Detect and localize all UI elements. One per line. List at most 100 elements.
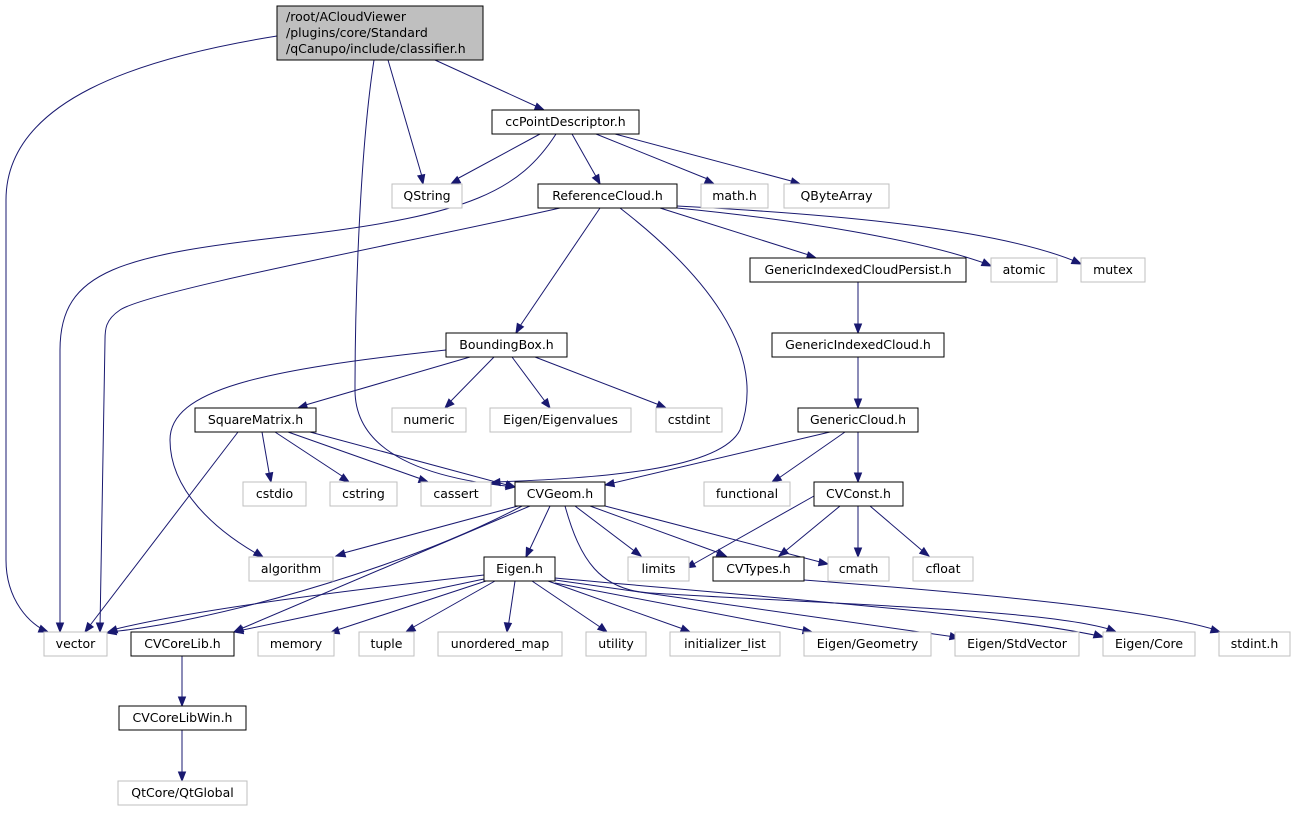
node-cvconst-h[interactable]: CVConst.h — [813, 481, 904, 507]
edge-gic-gc — [853, 357, 863, 410]
node-eigen-stdvector: Eigen/StdVector — [954, 631, 1080, 657]
node-initializer-list: initializer_list — [669, 631, 781, 657]
svg-text:QString: QString — [403, 188, 450, 203]
svg-text:cstdint: cstdint — [668, 412, 711, 427]
svg-text:cmath: cmath — [839, 561, 879, 576]
svg-text:Eigen.h: Eigen.h — [496, 561, 543, 576]
node-root-classifier-h[interactable]: /root/ACloudViewer /plugins/core/Standar… — [276, 5, 484, 61]
svg-text:mutex: mutex — [1093, 262, 1133, 277]
node-qtcore-qtglobal: QtCore/QtGlobal — [117, 780, 248, 806]
svg-text:Eigen/Eigenvalues: Eigen/Eigenvalues — [503, 412, 618, 427]
node-eigen-h[interactable]: Eigen.h — [483, 556, 556, 582]
edge-eigen-unordered — [503, 580, 516, 634]
node-cmath: cmath — [827, 556, 890, 582]
svg-text:algorithm: algorithm — [261, 561, 321, 576]
svg-text:limits: limits — [641, 561, 675, 576]
edge-cvtypes-stdint — [803, 579, 1222, 634]
edge-gicp-gic — [853, 282, 863, 335]
node-genericindexedcloudpersist-h[interactable]: GenericIndexedCloudPersist.h — [749, 257, 967, 283]
node-eigen-core: Eigen/Core — [1102, 631, 1196, 657]
svg-text:tuple: tuple — [371, 636, 403, 651]
node-functional: functional — [703, 481, 791, 507]
node-genericindexedcloud-h[interactable]: GenericIndexedCloud.h — [771, 332, 945, 358]
edge-eigen-memory — [328, 580, 487, 635]
node-cassert: cassert — [420, 481, 492, 507]
edge-cvcorelib-cvcorelibwin — [177, 656, 187, 708]
svg-text:cfloat: cfloat — [926, 561, 961, 576]
edge-eigen-tuple — [404, 580, 496, 633]
svg-text:cstdio: cstdio — [256, 486, 293, 501]
node-cstring: cstring — [329, 481, 398, 507]
edge-rc-mutex — [676, 205, 1083, 265]
edge-gc-cvconst — [853, 432, 863, 484]
svg-text:cstring: cstring — [342, 486, 385, 501]
root-label-line-3: /qCanupo/include/classifier.h — [286, 41, 466, 56]
svg-text:SquareMatrix.h: SquareMatrix.h — [208, 412, 303, 427]
edge-bb-squarematrix — [296, 356, 471, 410]
edge-eigen-core — [554, 577, 1105, 639]
svg-text:CVCoreLibWin.h: CVCoreLibWin.h — [133, 710, 233, 725]
node-vector: vector — [43, 631, 108, 657]
node-mutex: mutex — [1080, 257, 1146, 283]
node-cvgeom-h[interactable]: CVGeom.h — [514, 481, 606, 507]
node-squarematrix-h[interactable]: SquareMatrix.h — [194, 407, 317, 433]
node-cfloat: cfloat — [912, 556, 974, 582]
node-boundingbox-h[interactable]: BoundingBox.h — [445, 332, 568, 358]
edge-cvgeom-cvtypes — [589, 505, 728, 557]
svg-text:ccPointDescriptor.h: ccPointDescriptor.h — [505, 114, 625, 129]
svg-text:GenericIndexedCloud.h: GenericIndexedCloud.h — [785, 337, 931, 352]
node-eigen-geometry: Eigen/Geometry — [803, 631, 932, 657]
node-cstdint: cstdint — [655, 407, 723, 433]
node-tuple: tuple — [358, 631, 415, 657]
edge-ccpd-math — [595, 133, 716, 185]
node-referencecloud-h[interactable]: ReferenceCloud.h — [537, 183, 678, 209]
svg-text:functional: functional — [716, 486, 778, 501]
edge-rc-atomic — [676, 207, 993, 267]
edge-bb-cstdint — [534, 356, 668, 409]
svg-text:memory: memory — [270, 636, 323, 651]
edge-sm-cstdio — [261, 431, 274, 484]
svg-text:CVGeom.h: CVGeom.h — [527, 486, 593, 501]
edge-sm-cvgeom — [309, 431, 517, 489]
node-cvtypes-h[interactable]: CVTypes.h — [712, 556, 805, 582]
edge-root-vector — [5, 35, 278, 633]
svg-text:CVTypes.h: CVTypes.h — [726, 561, 790, 576]
edge-ccpd-vector — [55, 133, 557, 634]
edge-gc-cvgeom — [603, 431, 831, 488]
edge-sm-cassert — [287, 431, 430, 484]
edge-root-ccpointdescriptor — [434, 59, 546, 111]
node-math-h: math.h — [700, 183, 769, 209]
edge-ccpd-referencecloud — [571, 133, 601, 186]
svg-text:QByteArray: QByteArray — [800, 188, 873, 203]
svg-text:unordered_map: unordered_map — [451, 636, 550, 651]
edge-cvconst-cmath — [853, 506, 863, 559]
edge-cvconst-cfloat — [869, 505, 931, 557]
node-stdint-h: stdint.h — [1218, 631, 1291, 657]
edge-sm-cstring — [274, 431, 351, 483]
edge-eigen-utility — [531, 580, 609, 633]
node-limits: limits — [627, 556, 690, 582]
node-numeric: numeric — [391, 407, 467, 433]
root-label-line-2: /plugins/core/Standard — [286, 25, 428, 40]
graph-edges — [5, 35, 1222, 783]
svg-text:QtCore/QtGlobal: QtCore/QtGlobal — [131, 785, 234, 800]
node-qstring: QString — [391, 183, 463, 209]
node-ccpointdescriptor-h[interactable]: ccPointDescriptor.h — [491, 109, 640, 135]
node-algorithm: algorithm — [248, 556, 334, 582]
svg-text:CVConst.h: CVConst.h — [826, 486, 891, 501]
node-genericcloud-h[interactable]: GenericCloud.h — [797, 407, 919, 433]
svg-text:Eigen/StdVector: Eigen/StdVector — [967, 636, 1068, 651]
node-cstdio: cstdio — [242, 481, 307, 507]
node-memory: memory — [257, 631, 335, 657]
edge-bb-numeric — [444, 356, 495, 409]
node-atomic: atomic — [990, 257, 1058, 283]
node-utility: utility — [585, 631, 647, 657]
svg-text:GenericIndexedCloudPersist.h: GenericIndexedCloudPersist.h — [764, 262, 951, 277]
node-qbytearray: QByteArray — [783, 183, 890, 209]
node-cvcorelib-h[interactable]: CVCoreLib.h — [130, 631, 235, 657]
node-cvcorelibwin-h[interactable]: CVCoreLibWin.h — [118, 705, 247, 731]
graph-nodes: /root/ACloudViewer /plugins/core/Standar… — [43, 5, 1291, 806]
node-eigen-eigenvalues: Eigen/Eigenvalues — [489, 407, 632, 433]
svg-text:atomic: atomic — [1003, 262, 1046, 277]
